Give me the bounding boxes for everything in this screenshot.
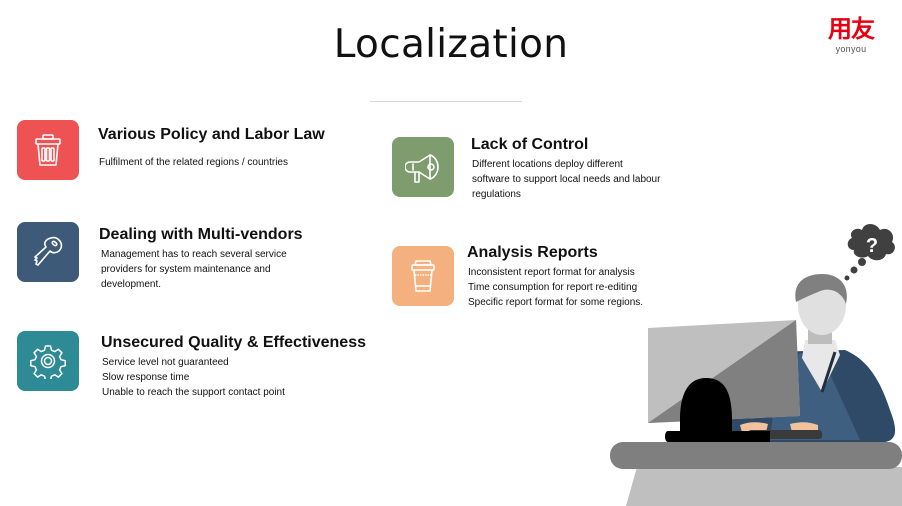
desk-base-shape bbox=[626, 467, 902, 506]
description-line: Inconsistent report format for analysis bbox=[468, 267, 635, 278]
slide-title: Localization bbox=[333, 22, 569, 67]
desk-top bbox=[610, 442, 902, 469]
hair-shape bbox=[795, 274, 847, 304]
description-line: Slow response time bbox=[102, 372, 190, 383]
description-line: Service level not guaranteed bbox=[102, 357, 229, 368]
item-description: Service level not guaranteed Slow respon… bbox=[102, 355, 285, 400]
description-line: Specific report format for some regions. bbox=[468, 297, 644, 308]
gear-icon bbox=[17, 331, 79, 391]
key-icon bbox=[17, 222, 79, 282]
description-line: regulations bbox=[472, 189, 521, 200]
logo-english-text: yonyou bbox=[835, 44, 867, 54]
suit-shape bbox=[700, 350, 896, 442]
item-description: Different locations deploy different sof… bbox=[472, 157, 660, 202]
keyboard bbox=[748, 430, 822, 439]
item-description: Inconsistent report format for analysis … bbox=[468, 265, 643, 310]
description-line: Different locations deploy different bbox=[472, 159, 623, 170]
foreground-silhouette bbox=[665, 378, 770, 442]
monitor-screen bbox=[648, 320, 800, 423]
item-title: Unsecured Quality & Effectiveness bbox=[101, 334, 366, 351]
item-title: Analysis Reports bbox=[467, 244, 598, 261]
description-line: development. bbox=[101, 279, 162, 290]
item-title: Lack of Control bbox=[471, 136, 589, 153]
yonyou-logo: 用友 yonyou bbox=[820, 16, 884, 56]
item-description: Fulfilment of the related regions / coun… bbox=[99, 155, 288, 170]
description-line: software to support local needs and labo… bbox=[472, 174, 661, 185]
item-title: Dealing with Multi-vendors bbox=[99, 226, 303, 243]
description-line: Time consumption for report re-editing bbox=[468, 282, 638, 293]
thought-bubble-icon: ? bbox=[844, 224, 895, 281]
svg-text:?: ? bbox=[866, 235, 878, 257]
description-line: Fulfilment of the related regions / coun… bbox=[99, 157, 288, 168]
description-line: providers for system maintenance and bbox=[101, 264, 271, 275]
megaphone-icon bbox=[392, 137, 454, 197]
logo-chinese-text: 用友 bbox=[828, 15, 875, 43]
title-divider bbox=[370, 101, 522, 102]
coffee-cup-icon bbox=[392, 246, 454, 306]
item-description: Management has to reach several service … bbox=[101, 247, 287, 292]
trash-can-icon bbox=[17, 120, 79, 180]
description-line: Unable to reach the support contact poin… bbox=[102, 387, 285, 398]
item-title: Various Policy and Labor Law bbox=[98, 126, 325, 143]
description-line: Management has to reach several service bbox=[101, 249, 287, 260]
